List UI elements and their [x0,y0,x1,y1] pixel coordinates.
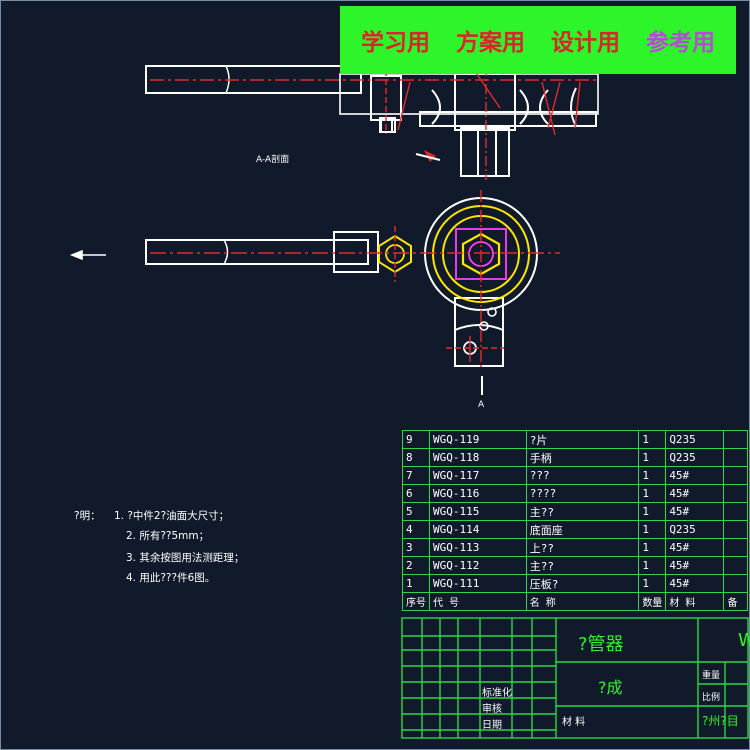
title-sign-c: 日期 [482,720,502,731]
title-side-letter: W [738,630,750,651]
watermark-banner: 学习用 方案用 设计用 参考用 [340,6,736,74]
section-mark: A [478,400,485,410]
view-arrow [69,249,106,261]
bom-cell-no: 7 [402,466,430,485]
banner-item-reference: 参考用 [646,30,715,56]
note-line-1: 1. ?中件2?油面大尺寸； [114,510,230,522]
bom-cell-material: Q235 [665,430,725,449]
bom-cell-material: 45# [665,502,725,521]
bom-header-no: 序号 [402,592,430,611]
title-sign-b: 审核 [482,704,502,715]
bom-cell-material: 45# [665,574,725,593]
bom-cell-code: WGQ-117 [429,466,527,485]
banner-item-design: 设计用 [551,30,620,56]
top-view [145,65,599,177]
note-line-4: 4. 用此???件6图。 [126,572,216,584]
title-weight-label: 重量 [702,671,721,681]
banner-item-study: 学习用 [361,30,430,56]
bom-cell-code: WGQ-116 [429,484,527,503]
bom-header-code: 代 号 [429,592,527,611]
note-line-2: 2. 所有??5mm； [126,530,210,542]
top-view-centerlines [150,63,600,180]
title-school: ?州?目 [702,714,739,728]
title-subtitle: ?成 [598,678,623,697]
bom-cell-code: WGQ-115 [429,502,527,521]
bom-cell-code: WGQ-118 [429,448,527,467]
bom-header-extra: 备 [723,592,748,611]
title-sign-a: 标准化 [482,688,512,699]
view-label: A-A剖面 [256,155,290,165]
title-product: ?管器 [578,634,624,655]
bom-cell-material: Q235 [665,520,725,539]
note-line-3: 3. 其余按图用法测距理； [126,552,245,564]
bom-header-material: 材 料 [665,592,725,611]
front-view-centerlines [150,190,560,370]
bom-header-row: 序号代 号名 称数量材 料备 [402,592,748,611]
banner-item-plan: 方案用 [456,30,525,56]
notes-header: ?明： [74,510,101,522]
title-material-label: 材 料 [562,717,586,728]
title-ratio-label: 比例 [702,693,721,703]
